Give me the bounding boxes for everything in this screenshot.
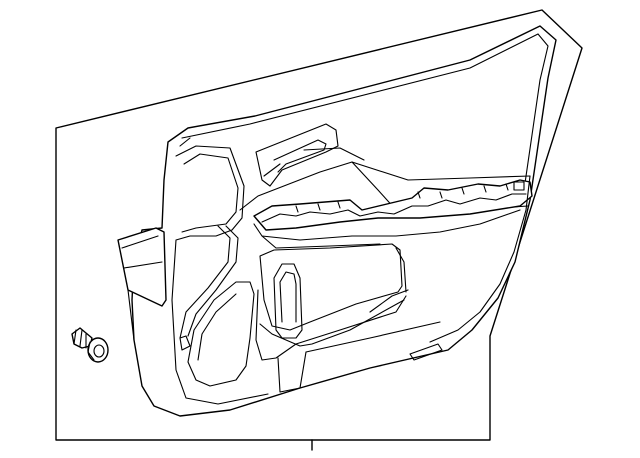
lower-recess [187, 281, 255, 387]
left-flap [117, 227, 167, 307]
clip-head [87, 337, 109, 363]
callout-frame [55, 9, 583, 441]
map-pocket [259, 243, 403, 331]
inner-frame [171, 145, 269, 405]
armrest-curve [187, 225, 239, 337]
pull-grip[interactable] [273, 263, 303, 339]
door-trim-panel[interactable] [117, 25, 557, 417]
door-handle[interactable] [255, 123, 339, 187]
bottom-pocket [255, 289, 407, 361]
switch-bezel[interactable] [253, 179, 533, 231]
reflector-slot [409, 343, 443, 361]
upper-flange [181, 33, 549, 191]
push-clip[interactable] [71, 327, 109, 363]
